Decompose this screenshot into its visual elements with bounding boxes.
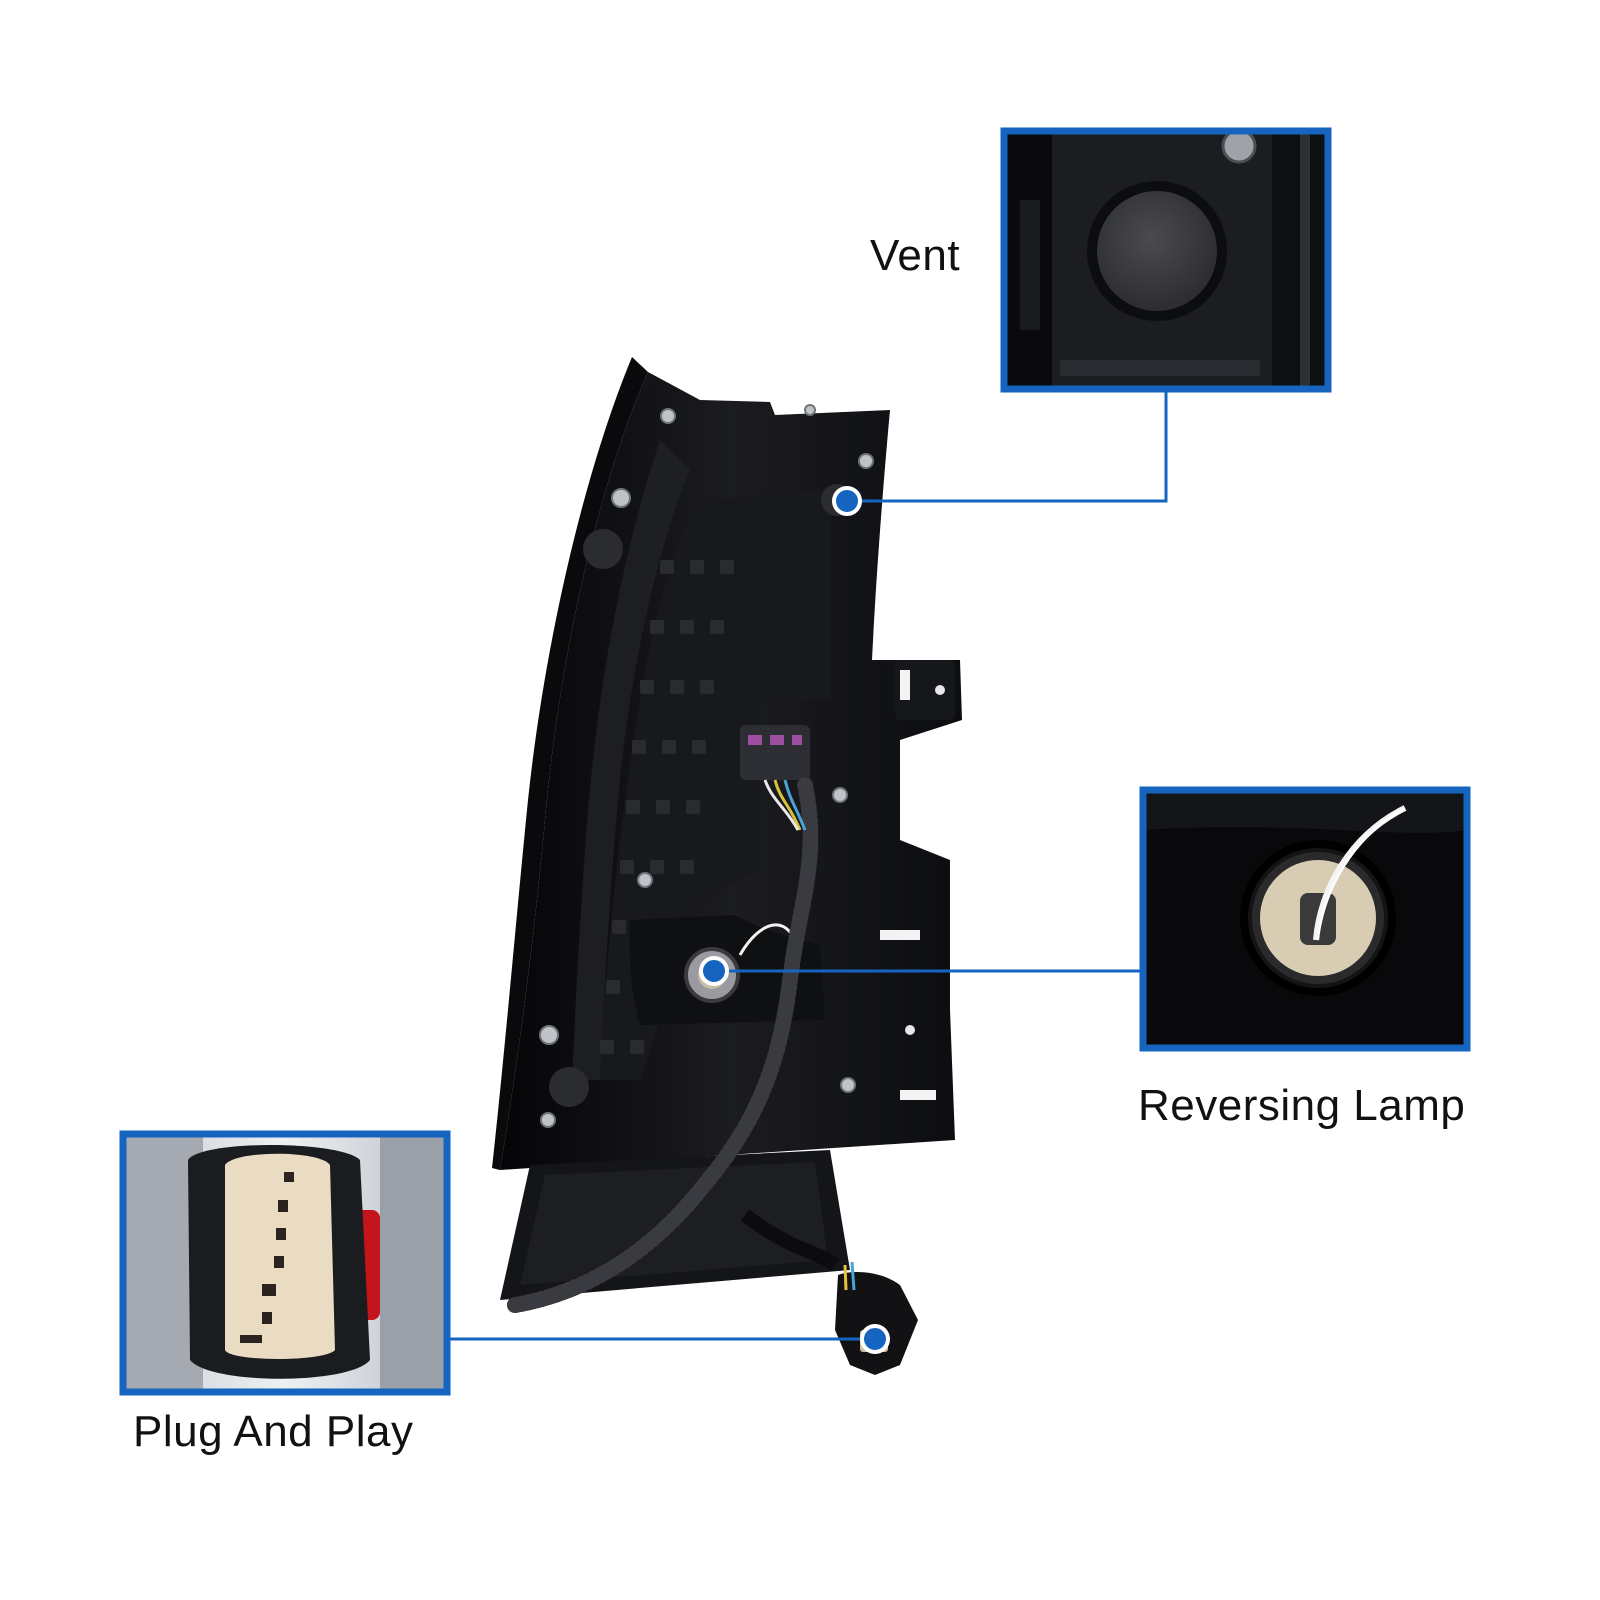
vent-inset bbox=[1000, 127, 1332, 393]
tail-light-housing bbox=[492, 357, 962, 1375]
reversing-lamp-label: Reversing Lamp bbox=[1138, 1081, 1466, 1130]
vent-marker bbox=[832, 486, 862, 516]
reversing-lamp-inset bbox=[1139, 786, 1471, 1052]
plug-and-play-label: Plug And Play bbox=[133, 1407, 414, 1456]
vent-leader bbox=[832, 392, 1168, 516]
reversing-lamp-marker bbox=[699, 956, 729, 986]
vent-inset-frame bbox=[1000, 127, 1332, 393]
plug-leader bbox=[448, 1324, 890, 1354]
plug-marker bbox=[860, 1324, 890, 1354]
plug-inset bbox=[119, 1130, 451, 1396]
plug-inset-frame bbox=[119, 1130, 451, 1396]
reversing-lamp-inset-frame bbox=[1139, 786, 1471, 1052]
reversing-lamp-leader bbox=[699, 956, 1143, 986]
vent-label: Vent bbox=[870, 231, 961, 280]
